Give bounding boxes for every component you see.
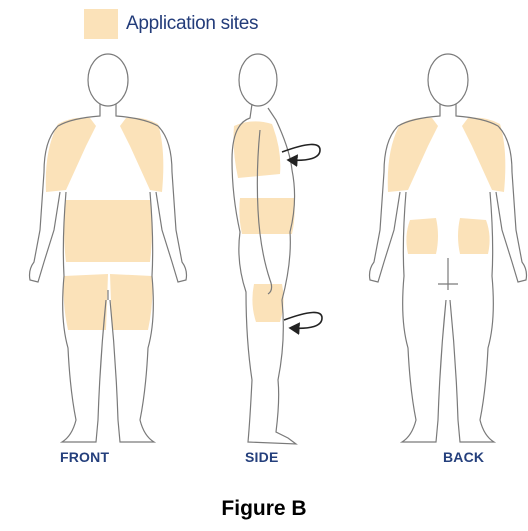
back-figure bbox=[370, 54, 527, 442]
front-figure bbox=[30, 54, 187, 442]
side-figure bbox=[232, 54, 296, 444]
rotation-arrows bbox=[282, 144, 322, 328]
side-label: SIDE bbox=[245, 449, 278, 465]
front-label: FRONT bbox=[60, 449, 109, 465]
back-label: BACK bbox=[443, 449, 484, 465]
back-application-sites bbox=[388, 118, 506, 254]
figure-caption: Figure B bbox=[0, 497, 528, 521]
